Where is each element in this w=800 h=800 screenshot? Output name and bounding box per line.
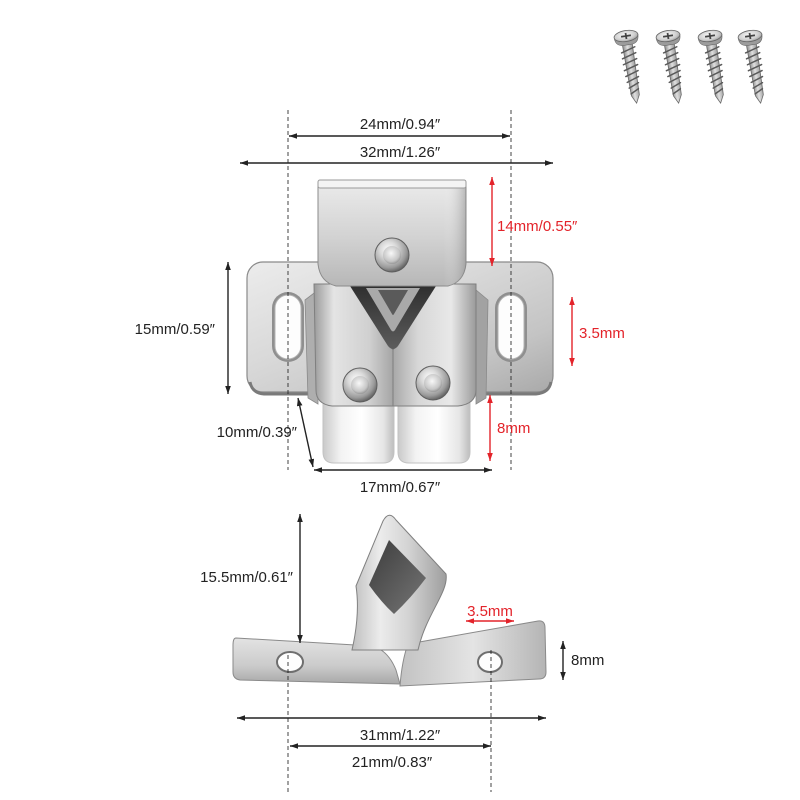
rivet-left [342, 367, 378, 403]
dimension-label-top-plate-height: 14mm/0.55″ [497, 218, 578, 235]
rivet-top [374, 237, 410, 273]
dimension-label-hole-size: 3.5mm [467, 603, 513, 620]
dimension-labels: 24mm/0.94″ 32mm/1.26″ 14mm/0.55″ 15mm/0.… [135, 116, 625, 771]
dimension-label-roller-inset: 10mm/0.39″ [217, 424, 298, 441]
housing-flange-right [475, 289, 489, 405]
dimension-label-strike-overall-width: 31mm/1.22″ [360, 727, 441, 744]
strike-hole-left [276, 651, 304, 673]
dimension-arrow-roller-inset [296, 397, 315, 468]
dimension-label-roller-height: 8mm [497, 420, 530, 437]
strike-hole-right [477, 651, 503, 673]
roller-right [397, 395, 471, 464]
strike-loop-inner [369, 540, 426, 614]
rivet-right [415, 365, 451, 401]
housing-right [392, 283, 477, 407]
dimension-label-strike-plate-height: 8mm [571, 652, 604, 669]
roller-catch [246, 179, 554, 464]
dimension-arrows [225, 133, 575, 749]
dimension-label-slot-size: 3.5mm [579, 325, 625, 342]
dimension-label-overall-width: 32mm/1.26″ [360, 144, 441, 161]
roller-left [322, 395, 395, 464]
strike-foot-right [399, 620, 547, 687]
top-plate-edge [317, 179, 467, 189]
dimension-label-plate-height: 15mm/0.59″ [135, 321, 216, 338]
dimension-label-hole-spacing: 21mm/0.83″ [352, 754, 433, 771]
dimension-label-roller-width: 17mm/0.67″ [360, 479, 441, 496]
top-plate-shade [318, 186, 466, 286]
extension-lines [287, 110, 512, 792]
dimension-label-inner-mount-width: 24mm/0.94″ [360, 116, 441, 133]
spring-opening [350, 286, 436, 349]
strike-clip [232, 514, 547, 687]
dimension-label-strike-height: 15.5mm/0.61″ [200, 569, 294, 586]
